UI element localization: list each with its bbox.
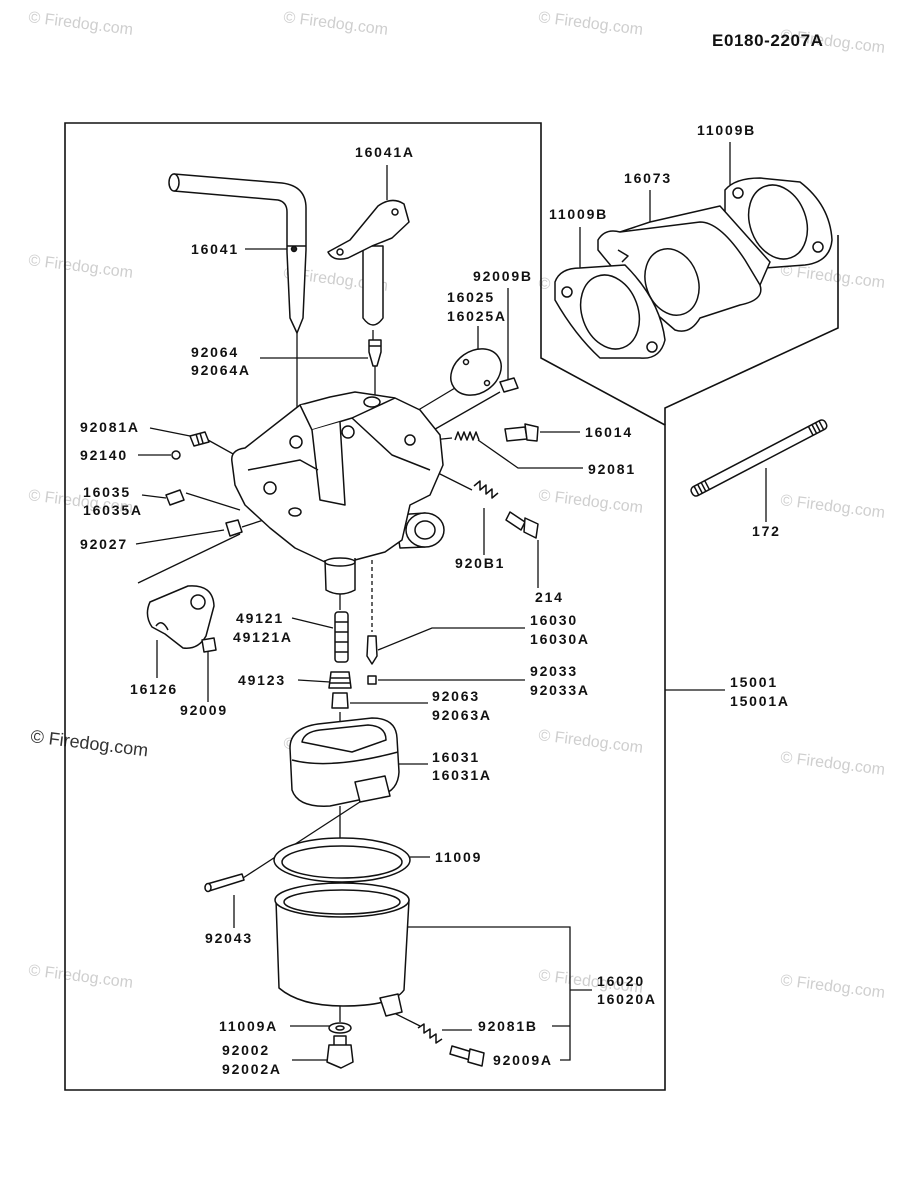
label-92063a: 92063A (432, 707, 492, 723)
part-screw-92081a (189, 431, 210, 447)
part-spring-92081b (417, 1023, 443, 1044)
label-92002: 92002 (222, 1042, 270, 1058)
label-16014: 16014 (585, 424, 633, 440)
label-92027: 92027 (80, 536, 128, 552)
part-plate-16126 (146, 585, 215, 649)
part-screw-214 (505, 511, 539, 539)
label-16035a: 16035A (83, 502, 143, 518)
label-15001a: 15001A (730, 693, 790, 709)
label-92043: 92043 (205, 930, 253, 946)
watermark-dark: © Firedog.com (30, 726, 150, 760)
part-pin-92043 (204, 873, 245, 893)
part-ball-92140 (171, 450, 181, 460)
label-11009: 11009 (435, 849, 482, 865)
label-92064: 92064 (191, 344, 239, 360)
part-throttle-shaft-16041a (327, 199, 410, 326)
watermark: © Firedog.com (780, 492, 886, 522)
part-screw-16035 (165, 489, 185, 506)
label-16030: 16030 (530, 612, 578, 628)
label-92140: 92140 (80, 447, 128, 463)
part-diaphragm-16025 (450, 348, 502, 396)
part-screw-92009b (499, 377, 519, 393)
label-11009b-top: 11009B (697, 122, 756, 138)
part-jet-49123 (328, 671, 352, 689)
label-92064a: 92064A (191, 362, 251, 378)
label-92081-lower: 920B1 (455, 555, 505, 571)
watermark: © Firedog.com (780, 262, 886, 292)
part-float-16031 (289, 717, 400, 807)
part-float-bowl-16020 (274, 882, 410, 1017)
part-labels: 16041A 11009B 16073 11009B 16041 92009B … (80, 122, 790, 1077)
label-92033a: 92033A (530, 682, 590, 698)
watermark: © Firedog.com (28, 9, 134, 39)
part-screw-92009a (449, 1045, 485, 1067)
label-16035: 16035 (83, 484, 131, 500)
label-16126: 16126 (130, 681, 178, 697)
label-49121a: 49121A (233, 629, 293, 645)
label-16025: 16025 (447, 289, 495, 305)
part-jet-92063 (331, 692, 349, 709)
label-16020: 16020 (597, 973, 645, 989)
leader-lines (135, 142, 767, 1061)
label-16025a: 16025A (447, 308, 507, 324)
label-172: 172 (752, 523, 781, 539)
label-92009: 92009 (180, 702, 228, 718)
label-49123: 49123 (238, 672, 286, 688)
watermark: © Firedog.com (28, 252, 134, 282)
label-92081a: 92081A (80, 419, 140, 435)
part-washer-11009a (328, 1022, 352, 1034)
label-16020a: 16020A (597, 991, 657, 1007)
part-choke-shaft-16041 (168, 173, 307, 334)
label-92081b: 92081B (478, 1018, 538, 1034)
watermark: © Firedog.com (538, 487, 644, 517)
part-screw-92009 (201, 637, 217, 653)
label-92002a: 92002A (222, 1061, 282, 1077)
watermark: © Firedog.com (283, 9, 389, 39)
label-92033: 92033 (530, 663, 578, 679)
part-pilot-screw-16014 (454, 423, 539, 442)
label-16041: 16041 (191, 241, 239, 257)
label-16073: 16073 (624, 170, 672, 186)
label-92009b: 92009B (473, 268, 533, 284)
part-bolt-92002 (326, 1035, 354, 1069)
watermark: © Firedog.com (538, 727, 644, 757)
label-11009b-left: 11009B (549, 206, 608, 222)
part-stud-172 (690, 419, 828, 497)
label-15001: 15001 (730, 674, 778, 690)
label-49121: 49121 (236, 610, 284, 626)
diagram-code: E0180-2207A (712, 31, 824, 50)
watermark: © Firedog.com (538, 9, 644, 39)
part-needle-16030 (366, 635, 378, 665)
label-92009a: 92009A (493, 1052, 553, 1068)
part-spring-92081-lower (473, 480, 499, 499)
part-nut-92027 (225, 519, 243, 537)
label-92063: 92063 (432, 688, 480, 704)
intake-frame (664, 235, 839, 425)
part-nozzle-49121 (334, 611, 349, 663)
label-11009a: 11009A (219, 1018, 278, 1034)
label-16041a: 16041A (355, 144, 415, 160)
label-16031a: 16031A (432, 767, 492, 783)
part-carburetor-body (231, 391, 445, 595)
watermark: © Firedog.com (780, 749, 886, 779)
part-o-ring-11009 (273, 837, 411, 883)
part-clip-92033 (367, 675, 377, 685)
label-16030a: 16030A (530, 631, 590, 647)
watermark: © Firedog.com (28, 962, 134, 992)
label-16031: 16031 (432, 749, 480, 765)
part-insulator-16073 (597, 205, 771, 332)
part-gasket-11009b-left (554, 264, 666, 359)
label-214: 214 (535, 589, 564, 605)
part-screw-92064 (368, 339, 382, 367)
label-92081-right: 92081 (588, 461, 636, 477)
watermark: © Firedog.com (780, 972, 886, 1002)
